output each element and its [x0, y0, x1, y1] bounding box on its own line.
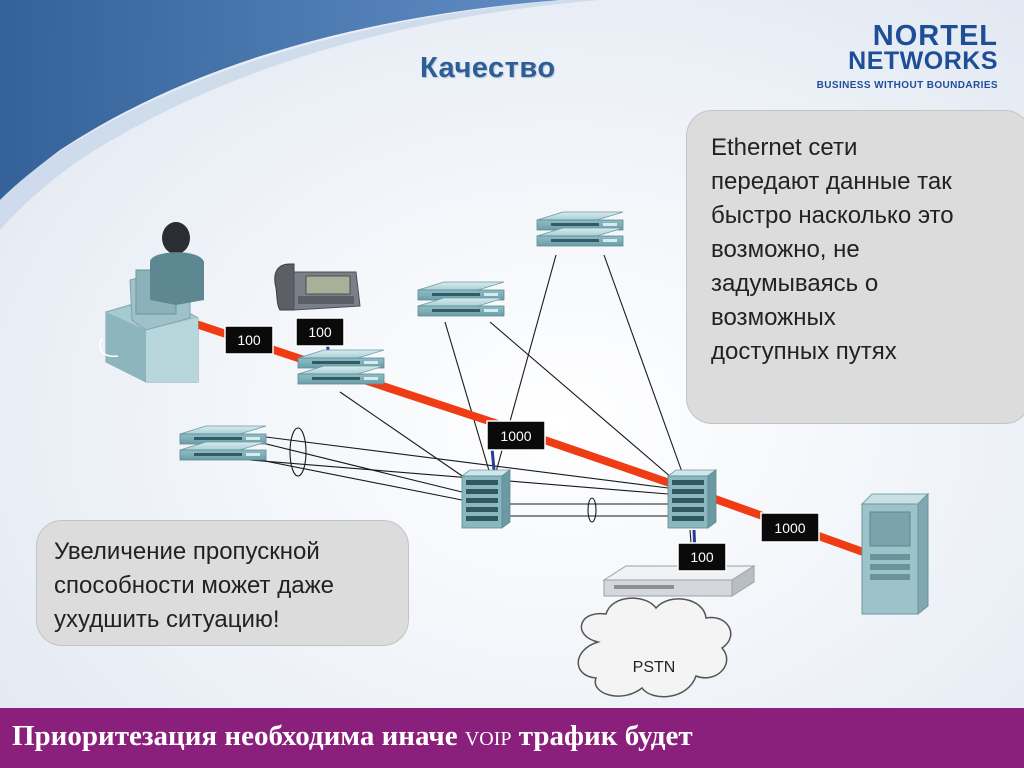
link-label-pc: 100	[224, 325, 274, 355]
link-label-core: 1000	[486, 420, 546, 451]
logo-line1: NORTEL	[872, 20, 998, 52]
link-label-server: 1000	[760, 512, 820, 543]
footer-voip: VOIP	[464, 728, 512, 750]
link-label-gateway: 100	[677, 542, 727, 572]
footer-text: Приоритезация необходима иначе VOIP траф…	[12, 720, 693, 753]
switch-access	[298, 350, 384, 384]
callout-line: доступных путях	[711, 338, 897, 365]
switch-top	[537, 212, 623, 246]
server-icon	[860, 492, 930, 616]
link-label-text: 100	[690, 549, 714, 565]
callout-line: возможно, не	[711, 236, 860, 263]
footer-part1: Приоритезация необходима иначе	[12, 720, 465, 752]
callout-line: ухудшить ситуацию!	[54, 606, 280, 633]
callout-bandwidth: Увеличение пропускной способности может …	[36, 520, 409, 646]
slide-title: Качество	[420, 52, 556, 84]
switch-upper-left	[418, 282, 504, 316]
callout-line: быстро насколько это	[711, 202, 954, 229]
link-label-phone: 100	[295, 317, 345, 347]
callout-line: возможных	[711, 304, 836, 331]
pstn-label: PSTN	[633, 659, 676, 676]
ip-phone-icon	[274, 263, 361, 311]
pstn-cloud: PSTN	[577, 597, 732, 698]
link-label-text: 100	[308, 324, 332, 340]
nortel-logo: NORTEL NETWORKS BUSINESS WITHOUT BOUNDAR…	[798, 20, 998, 92]
callout-line: передают данные так	[711, 168, 952, 195]
callout-line: Ethernet сети	[711, 134, 858, 161]
footer-bar: Приоритезация необходима иначе VOIP траф…	[0, 708, 1024, 768]
link-label-text: 100	[237, 332, 261, 348]
logo-line2: NETWORKS	[848, 47, 998, 75]
callout-ethernet: Ethernet сети передают данные так быстро…	[686, 110, 1024, 424]
link-bundle-marker	[289, 427, 307, 477]
link-label-text: 1000	[500, 428, 531, 444]
callout-line: задумываясь о	[711, 270, 879, 297]
pc-user-icon	[98, 222, 204, 383]
callout-line: способности может даже	[54, 572, 334, 599]
link-bundle-marker	[587, 497, 597, 523]
callout-line: Увеличение пропускной	[54, 538, 320, 565]
core-switch-2	[667, 469, 717, 529]
logo-tagline: BUSINESS WITHOUT BOUNDARIES	[816, 80, 998, 91]
footer-part2: трафик будет	[511, 720, 693, 752]
link-label-text: 1000	[774, 520, 805, 536]
background-arc	[0, 0, 560, 200]
core-switch-1	[461, 469, 511, 529]
network-links	[249, 254, 695, 581]
switch-left	[180, 426, 266, 460]
